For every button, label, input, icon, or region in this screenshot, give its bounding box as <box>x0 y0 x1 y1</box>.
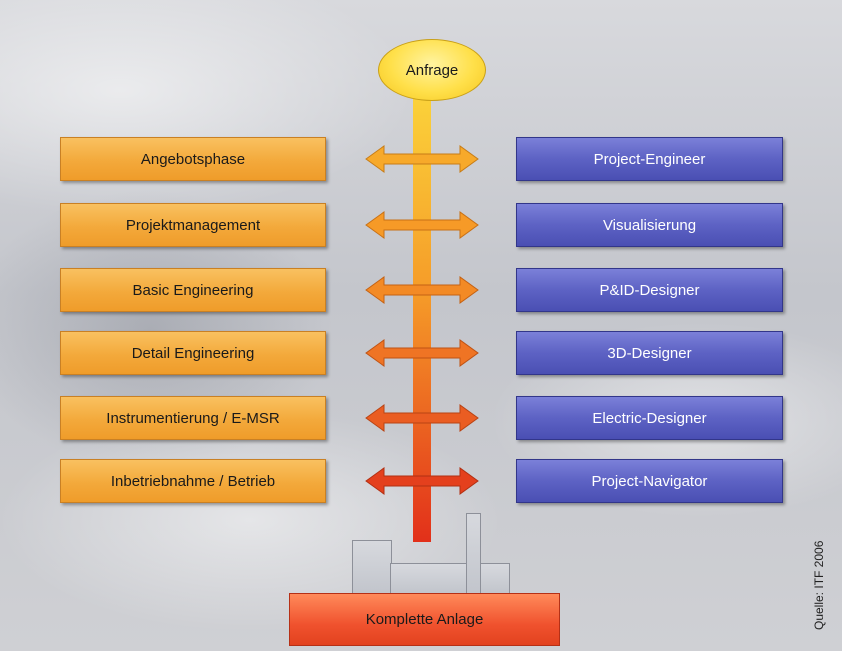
connector-arrow-4 <box>365 404 479 432</box>
tool-box-2: P&ID-Designer <box>516 268 783 312</box>
phase-box-4: Instrumentierung / E-MSR <box>60 396 326 440</box>
phase-label: Projektmanagement <box>125 216 261 234</box>
phase-label: Basic Engineering <box>132 281 254 299</box>
connector-arrow-3 <box>365 339 479 367</box>
tool-label: Electric-Designer <box>592 409 707 427</box>
phase-box-5: Inbetriebnahme / Betrieb <box>60 459 326 503</box>
phase-box-3: Detail Engineering <box>60 331 326 375</box>
end-label: Komplette Anlage <box>365 611 484 628</box>
tool-label: Visualisierung <box>602 216 697 234</box>
tool-box-0: Project-Engineer <box>516 137 783 181</box>
start-label: Anfrage <box>405 61 459 79</box>
start-node-anfrage: Anfrage <box>378 39 486 101</box>
phase-label: Angebotsphase <box>140 150 246 168</box>
factory-building-left <box>352 540 392 594</box>
source-note: Quelle: ITF 2006 <box>812 540 826 630</box>
phase-box-1: Projektmanagement <box>60 203 326 247</box>
factory-building-middle <box>390 563 472 594</box>
tool-box-1: Visualisierung <box>516 203 783 247</box>
factory-chimney <box>466 513 481 594</box>
phase-label: Instrumentierung / E-MSR <box>106 409 280 427</box>
phase-label: Inbetriebnahme / Betrieb <box>110 472 276 490</box>
phase-box-2: Basic Engineering <box>60 268 326 312</box>
tool-label: Project-Navigator <box>591 472 708 490</box>
tool-box-3: 3D-Designer <box>516 331 783 375</box>
connector-arrow-2 <box>365 276 479 304</box>
tool-label: 3D-Designer <box>607 344 692 362</box>
connector-arrow-1 <box>365 211 479 239</box>
tool-box-4: Electric-Designer <box>516 396 783 440</box>
flow-shaft <box>413 96 431 542</box>
phase-box-0: Angebotsphase <box>60 137 326 181</box>
tool-box-5: Project-Navigator <box>516 459 783 503</box>
tool-label: Project-Engineer <box>593 150 706 168</box>
tool-label: P&ID-Designer <box>599 281 700 299</box>
phase-label: Detail Engineering <box>131 344 255 362</box>
end-node-komplette-anlage: Komplette Anlage <box>289 593 560 646</box>
connector-arrow-5 <box>365 467 479 495</box>
connector-arrow-0 <box>365 145 479 173</box>
factory-building-right <box>480 563 510 594</box>
